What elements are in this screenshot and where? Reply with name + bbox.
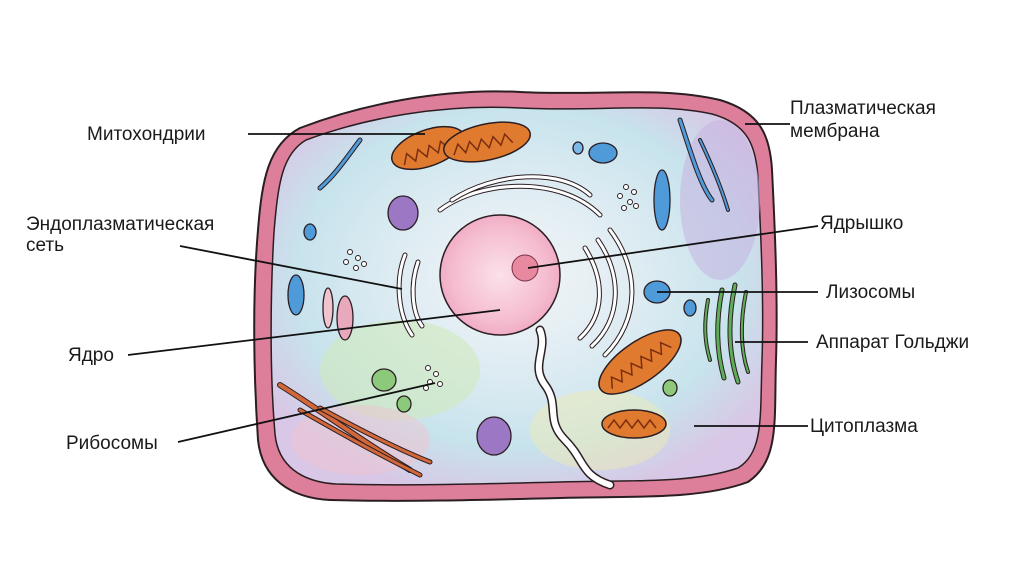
cytoplasm-wash-purple: [680, 120, 760, 280]
label-er-line1: Эндоплазматическая: [26, 214, 214, 236]
nucleus: [440, 215, 560, 335]
label-nucleolus: Ядрышко: [820, 213, 903, 235]
label-ribosomes: Рибосомы: [66, 433, 158, 455]
label-er-line2: сеть: [26, 235, 64, 257]
label-plasma-membrane-line1: Плазматическая: [790, 98, 936, 120]
mitochondrion-4: [602, 410, 666, 438]
label-lysosomes: Лизосомы: [826, 282, 915, 304]
label-mitochondria: Митохондрии: [87, 124, 206, 146]
label-golgi: Аппарат Гольджи: [816, 332, 969, 354]
label-plasma-membrane-line2: мембрана: [790, 121, 880, 143]
label-nucleus: Ядро: [68, 345, 114, 367]
label-cytoplasm: Цитоплазма: [810, 416, 918, 438]
